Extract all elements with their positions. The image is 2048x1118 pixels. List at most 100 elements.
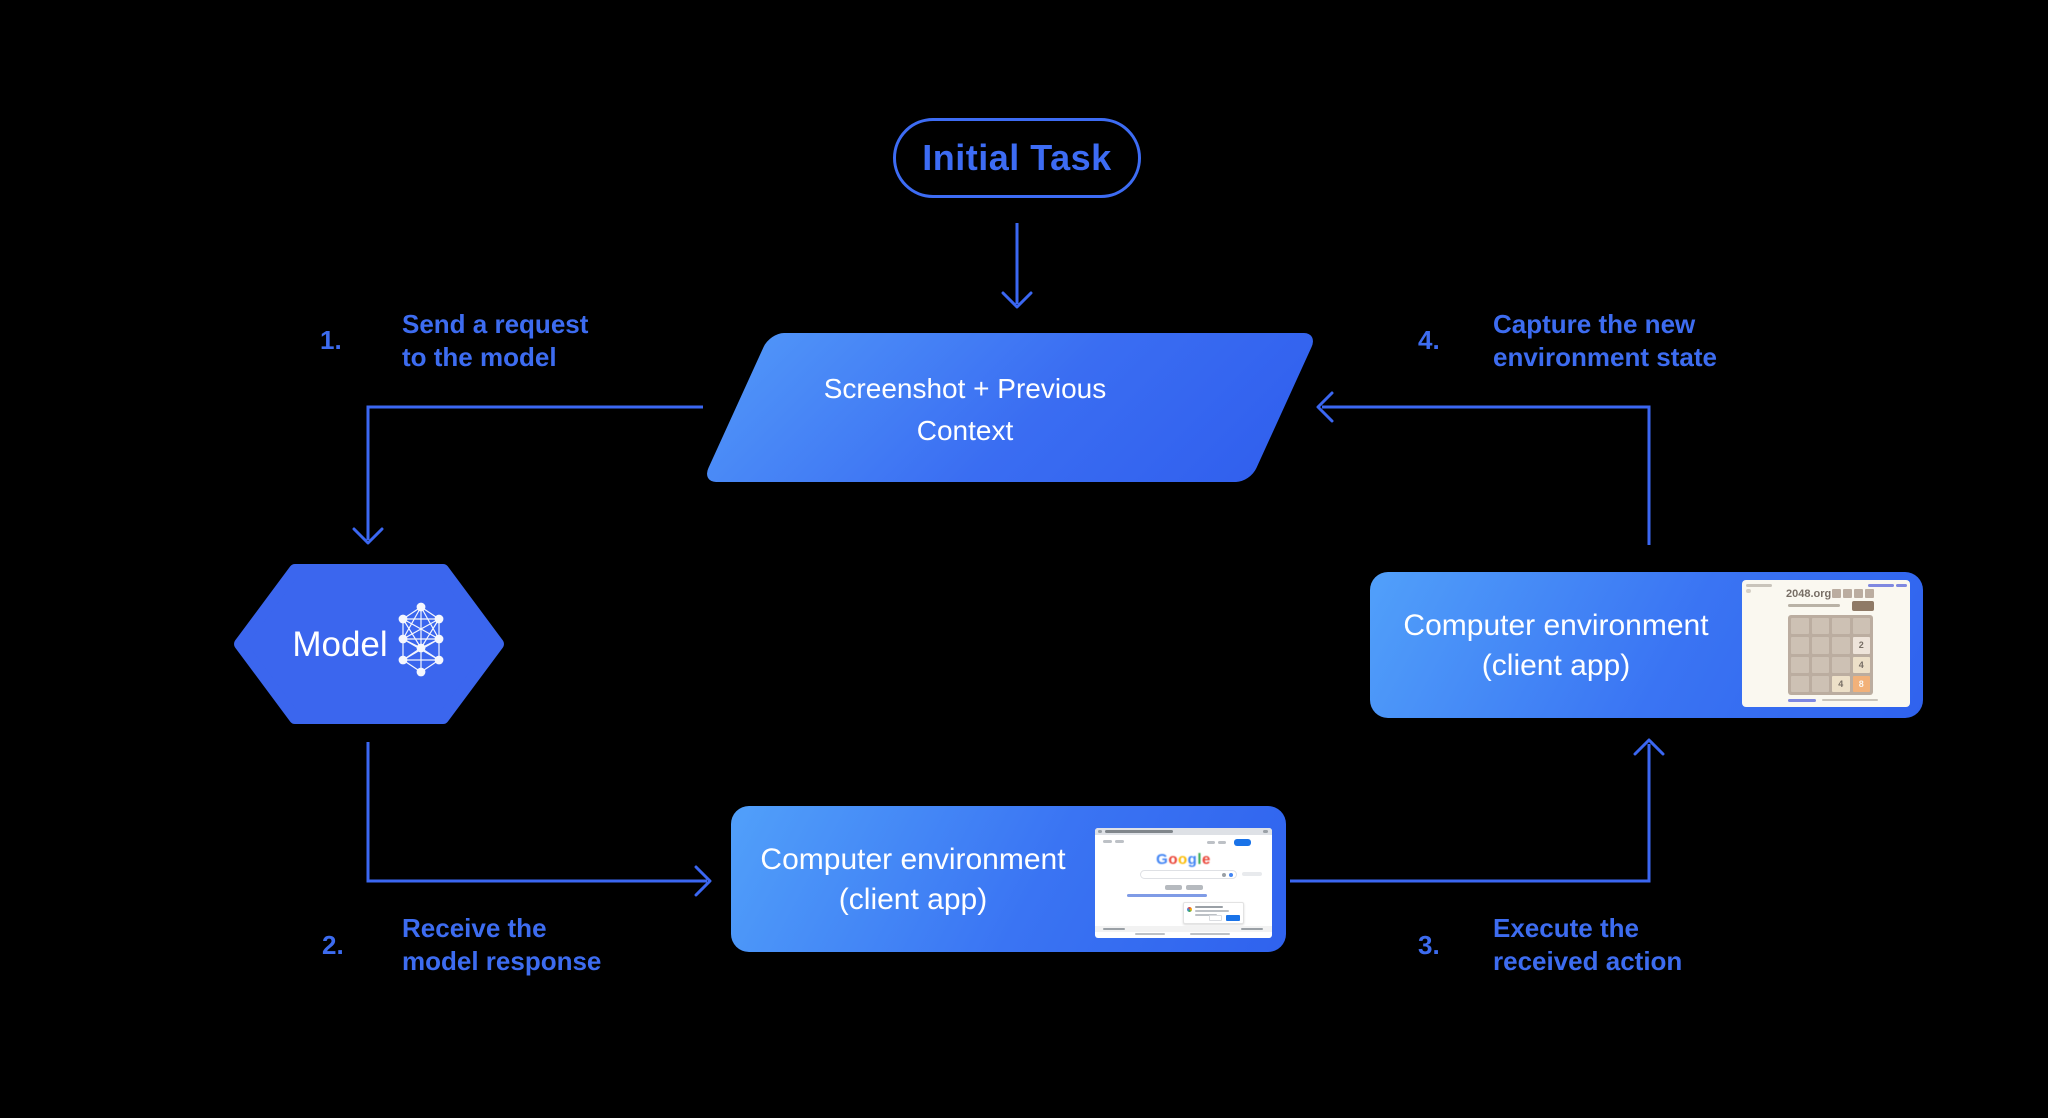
nav-link-smudge xyxy=(1115,840,1124,843)
footer-link-smudge xyxy=(1190,933,1230,935)
text-smudge xyxy=(1788,604,1840,607)
footer-link-smudge xyxy=(1103,928,1125,930)
text-smudge xyxy=(1195,906,1223,908)
board-cell xyxy=(1811,637,1829,654)
env-client-bottom-node: Google xyxy=(731,806,1286,952)
link-smudge xyxy=(1896,584,1907,587)
cookie-consent-dialog xyxy=(1183,902,1244,924)
initial-task-label: Initial Task xyxy=(922,137,1112,178)
board-cell xyxy=(1811,656,1829,673)
google-logo-letter: g xyxy=(1187,851,1198,868)
board-cell xyxy=(1791,656,1809,673)
model-label: Model xyxy=(292,625,388,664)
neural-network-icon xyxy=(398,602,444,677)
google-g-icon xyxy=(1187,907,1192,912)
arrow-screenshot-to-model xyxy=(366,405,703,540)
footer-link-smudge xyxy=(1135,933,1165,935)
step-4-label: Capture the new environment state xyxy=(1493,308,1717,374)
score-box xyxy=(1843,589,1852,598)
initial-task-node: Initial Task xyxy=(893,118,1141,198)
board-cell xyxy=(1791,618,1809,635)
board-cell: 4 xyxy=(1832,675,1850,692)
env-client-right-label: Computer environment (client app) xyxy=(1380,606,1732,686)
env-bottom-line2: (client app) xyxy=(838,883,988,916)
link-smudge xyxy=(1868,584,1894,587)
step-3-label: Execute the received action xyxy=(1493,912,1682,978)
lucky-button-smudge xyxy=(1186,885,1203,890)
arrowhead-down-icon xyxy=(1001,291,1033,309)
footer-link-smudge xyxy=(1241,928,1263,930)
board-cell xyxy=(1832,618,1850,635)
step-3-line2: received action xyxy=(1493,946,1683,976)
step-4-line2: environment state xyxy=(1493,342,1717,372)
env-client-bottom-label: Computer environment (client app) xyxy=(741,840,1085,920)
step-2-line1: Receive the xyxy=(402,913,547,943)
google-logo-letter: e xyxy=(1202,851,1211,868)
2048-site-title: 2048.org xyxy=(1786,588,1832,600)
board-cell xyxy=(1791,675,1809,692)
step-1-line1: Send a request xyxy=(402,309,589,339)
board-cell xyxy=(1832,637,1850,654)
env-right-line2: (client app) xyxy=(1481,649,1631,682)
env-right-line1: Computer environment xyxy=(1403,609,1709,642)
nav-link-smudge xyxy=(1207,841,1215,844)
google-screenshot-thumbnail: Google xyxy=(1095,828,1272,938)
google-logo-letter: l xyxy=(1197,851,1202,868)
arrow-env-to-screenshot xyxy=(1322,405,1651,545)
score-box xyxy=(1865,589,1874,598)
arrowhead-up-icon xyxy=(1633,738,1665,756)
step-4-line1: Capture the new xyxy=(1493,309,1696,339)
text-smudge xyxy=(1195,914,1217,916)
arrowhead-right-icon xyxy=(694,865,712,897)
step-1-line2: to the model xyxy=(402,342,557,372)
window-controls-smudge xyxy=(1263,830,1268,833)
step-3-line1: Execute the xyxy=(1493,913,1639,943)
tab-smudge xyxy=(1098,830,1102,833)
text-smudge xyxy=(1746,584,1772,587)
link-smudge xyxy=(1788,699,1816,702)
score-box xyxy=(1832,589,1841,598)
text-smudge xyxy=(1242,872,1262,876)
google-logo-letter: G xyxy=(1156,851,1169,868)
search-icon xyxy=(1229,873,1233,877)
board-cell xyxy=(1811,675,1829,692)
score-box xyxy=(1854,589,1863,598)
env-bottom-line1: Computer environment xyxy=(760,843,1066,876)
google-logo-letter: o xyxy=(1177,851,1188,868)
nav-link-smudge xyxy=(1103,840,1112,843)
board-cell: 2 xyxy=(1852,637,1870,654)
browser-chrome-bar xyxy=(1095,828,1272,835)
sign-in-button xyxy=(1234,839,1251,846)
google-logo: Google xyxy=(1095,851,1272,868)
model-node xyxy=(234,564,504,724)
google-logo-letter: o xyxy=(1168,851,1178,868)
board-cell: 8 xyxy=(1852,675,1870,692)
text-smudge xyxy=(1746,589,1751,593)
step-1-label: Send a request to the model xyxy=(402,308,588,374)
screenshot-context-line2: Context xyxy=(916,415,1014,446)
arrow-model-to-env xyxy=(366,742,707,883)
step-2-number: 2. xyxy=(322,930,344,960)
step-4-number: 4. xyxy=(1418,325,1440,355)
dialog-secondary-button xyxy=(1209,915,1222,921)
step-2-line2: model response xyxy=(402,946,602,976)
screenshot-context-line1: Screenshot + Previous xyxy=(823,373,1107,404)
google-search-bar xyxy=(1140,870,1237,879)
board-cell xyxy=(1832,656,1850,673)
board-cell: 4 xyxy=(1852,656,1870,673)
google-footer xyxy=(1095,926,1272,932)
search-button-smudge xyxy=(1165,885,1182,890)
board-cell xyxy=(1852,618,1870,635)
dialog-primary-button xyxy=(1226,915,1240,921)
arrowhead-left-icon xyxy=(1316,391,1334,423)
step-3-number: 3. xyxy=(1418,930,1440,960)
text-smudge xyxy=(1195,910,1229,912)
step-1-number: 1. xyxy=(320,325,342,355)
language-link-smudge xyxy=(1127,894,1207,897)
arrowhead-down-icon xyxy=(352,527,384,545)
